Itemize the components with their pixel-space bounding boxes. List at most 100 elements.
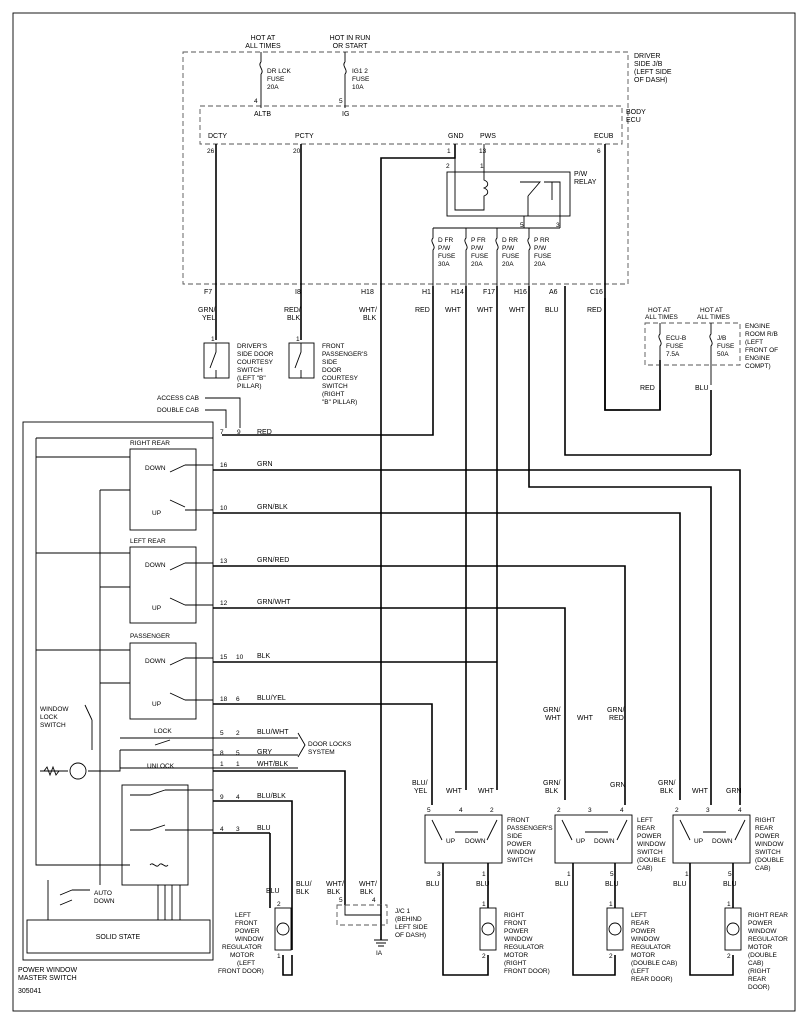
rr-switch-contacts bbox=[36, 456, 213, 511]
conn-i8: I8 bbox=[295, 289, 301, 296]
wire-wht-h16: WHT bbox=[509, 307, 526, 314]
fuse-prr-2: P/W bbox=[534, 245, 547, 252]
jc1-whtblk-a1: WHT/ bbox=[326, 881, 344, 888]
master-output-wires bbox=[213, 469, 741, 950]
pass-up: UP bbox=[152, 701, 161, 708]
fuse-prr-3: FUSE bbox=[534, 253, 552, 260]
lr-pin-3: 3 bbox=[588, 807, 592, 814]
pass-courtesy-l5: COURTESY bbox=[322, 375, 359, 382]
lf-motor-l6: MOTOR bbox=[230, 952, 254, 959]
lf-motor-l7: (LEFT bbox=[237, 960, 255, 967]
fuse-group bbox=[431, 216, 561, 286]
wire-red-master: RED bbox=[257, 429, 272, 436]
rf-motor-l8: FRONT DOOR) bbox=[504, 968, 550, 975]
rr-motor-l1: RIGHT REAR bbox=[748, 912, 788, 919]
main-vertical-wires bbox=[215, 144, 712, 940]
rr-down: DOWN bbox=[145, 465, 166, 472]
fp-up: UP bbox=[446, 838, 455, 845]
lf-motor-l4: WINDOW bbox=[235, 936, 264, 943]
fp-pin-5: 5 bbox=[427, 807, 431, 814]
rr-label-4: WINDOW bbox=[755, 841, 784, 848]
fuse-dfr-3: FUSE bbox=[438, 253, 456, 260]
engine-output-wires bbox=[659, 390, 712, 455]
wire-red-c16: RED bbox=[587, 307, 602, 314]
passenger-courtesy-contact bbox=[294, 343, 302, 378]
pin-8: 8 bbox=[220, 750, 224, 757]
wire-gry-8: GRY bbox=[257, 749, 272, 756]
driver-courtesy-l3: COURTESY bbox=[237, 359, 274, 366]
dr-lck-fuse-rating: 20A bbox=[267, 84, 279, 91]
rr-motor-l6: (DOUBLE bbox=[748, 952, 778, 959]
ground-icon bbox=[374, 939, 388, 947]
jb-label-4: OF DASH) bbox=[634, 77, 667, 84]
ecu-label-2: ECU bbox=[626, 117, 641, 124]
window-lock-2: LOCK bbox=[40, 714, 58, 721]
fp-label-4: POWER bbox=[507, 841, 532, 848]
rr-motor-icon bbox=[726, 922, 740, 936]
hot-run-label-2: OR START bbox=[333, 43, 368, 50]
pass-block-label: PASSENGER bbox=[130, 633, 170, 640]
lf-motor-l5: REGULATOR bbox=[222, 944, 262, 951]
altb-pin: 4 bbox=[254, 98, 258, 105]
rr-label-6: (DOUBLE bbox=[755, 857, 785, 864]
dr-lck-fuse-name: DR LCK bbox=[267, 68, 292, 75]
wire-grn-slash-lr: GRN/ bbox=[543, 780, 561, 787]
jb-fuse-2: FUSE bbox=[717, 343, 735, 350]
pw-relay-box bbox=[446, 171, 571, 217]
ecu-num-20: 20 bbox=[293, 148, 301, 155]
ecu-label-1: BODY bbox=[626, 109, 646, 116]
lr-label-2: REAR bbox=[637, 825, 655, 832]
jb-label-2: SIDE J/B bbox=[634, 61, 663, 68]
ecu-pin-dcty: DCTY bbox=[208, 133, 227, 140]
rr-motor-box bbox=[724, 907, 742, 951]
motor-wires bbox=[269, 833, 734, 976]
driver-courtesy-l5: (LEFT "B" bbox=[237, 375, 266, 382]
eng-hot-2a: HOT AT bbox=[700, 307, 723, 314]
diagram-border bbox=[12, 12, 796, 1012]
auto-down-2: DOWN bbox=[94, 898, 115, 905]
lr-motor-p2: 2 bbox=[609, 953, 613, 960]
driver-switch-contacts bbox=[130, 789, 213, 867]
wire-blu-slash-fp: BLU/ bbox=[412, 780, 428, 787]
master-name-2: MASTER SWITCH bbox=[18, 975, 77, 982]
pin-a7: 7 bbox=[220, 429, 224, 436]
rf-motor-l7: (RIGHT bbox=[504, 960, 526, 967]
wire-grn-yel-1: GRN/ bbox=[198, 307, 216, 314]
lf-blublk-1: BLU/ bbox=[296, 881, 312, 888]
wire-wht-rr: WHT bbox=[692, 788, 709, 795]
jc1-pin-4: 4 bbox=[372, 897, 376, 904]
left-rear-switch-box bbox=[554, 814, 633, 864]
pin-1: 1 bbox=[220, 761, 224, 768]
wire-red-blk-2: BLK bbox=[287, 315, 301, 322]
jc1-whtblk-b1: WHT/ bbox=[359, 881, 377, 888]
door-lock-wires bbox=[213, 732, 306, 769]
fuse-drr-2: P/W bbox=[502, 245, 515, 252]
wire-grn-16: GRN bbox=[257, 461, 273, 468]
pass-courtesy-l4: DOOR bbox=[322, 367, 342, 374]
resistor-icon bbox=[43, 765, 60, 777]
pin-5: 5 bbox=[220, 730, 224, 737]
auto-down-switch bbox=[47, 880, 90, 920]
pin-18: 18 bbox=[220, 696, 228, 703]
fuse-pfr-1: P FR bbox=[471, 237, 486, 244]
rr-pin-2: 2 bbox=[675, 807, 679, 814]
dr-lck-fuse-word: FUSE bbox=[267, 76, 285, 83]
lr-label-7: CAB) bbox=[637, 865, 653, 872]
pin-4: 4 bbox=[236, 794, 240, 801]
wire-red-h1: RED bbox=[415, 307, 430, 314]
wire-blk-lr: BLK bbox=[545, 788, 559, 795]
fp-pin-2: 2 bbox=[490, 807, 494, 814]
wire-wht-fp: WHT bbox=[446, 788, 463, 795]
pin-16: 16 bbox=[220, 462, 228, 469]
wire-blu-4: BLU bbox=[257, 825, 271, 832]
relay-coil-symbol bbox=[454, 172, 489, 211]
right-rear-switch-box bbox=[672, 814, 751, 864]
ig-terminal: IG bbox=[342, 111, 349, 118]
hot-run-label-1: HOT IN RUN bbox=[330, 35, 371, 42]
ecu-pin-pcty: PCTY bbox=[295, 133, 314, 140]
relay-pin-2: 2 bbox=[446, 163, 450, 170]
ig12-fuse-rating: 10A bbox=[352, 84, 364, 91]
lf-motor-l8: FRONT DOOR) bbox=[218, 968, 264, 975]
pin-10: 10 bbox=[220, 505, 228, 512]
wire-grn-slash-rr: GRN/ bbox=[658, 780, 676, 787]
